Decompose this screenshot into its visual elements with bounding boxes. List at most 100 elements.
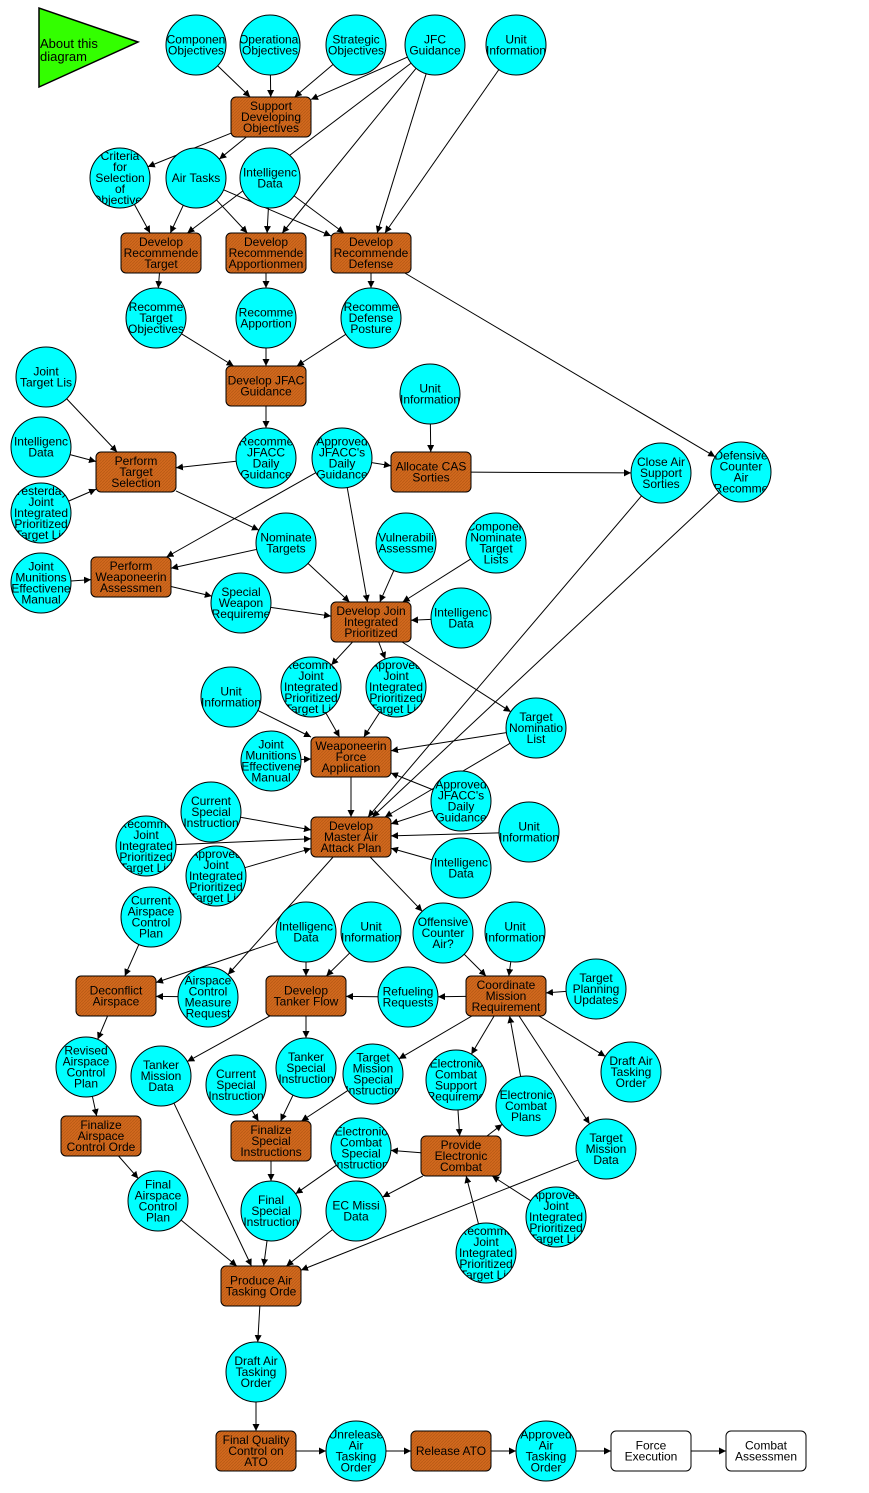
node-label-line: Unit [518,820,540,834]
connector-dca-to-dmaap [372,492,720,818]
data-circle [375,512,437,574]
connector-fsi2-to-pato [261,1240,269,1267]
data-circle [515,1420,577,1482]
data-circle [115,815,177,877]
node-label-line: Information [400,393,460,407]
node-label-line: Guidance [435,811,487,825]
about-diagram-button[interactable]: About this diagram [38,6,141,89]
connector-ajdg2-to-wfa [390,772,434,791]
data-circle [430,837,492,899]
data-node-airtasks[interactable]: Air Tasks [165,147,227,209]
data-node-ajipt2[interactable]: ApprovedJointIntegratedPrioritizedTarget… [185,845,247,907]
node-label-line: Target Lis [370,702,422,716]
node-label-line: Prioritized [459,1257,512,1271]
data-node-ajipt1[interactable]: ApprovedJointIntegratedPrioritizedTarget… [365,656,427,718]
process-node-rato[interactable]: Release ATO [410,1430,492,1472]
node-label-line: Joint [203,858,229,872]
data-node-ajipt3[interactable]: ApprovedJointIntegratedPrioritizedTarget… [525,1186,587,1248]
node-label-line: Guidance [316,468,368,482]
data-node-rjipt1[interactable]: RecommeJointIntegratedPrioritizedTarget … [280,656,342,718]
data-circle [565,958,627,1020]
data-node-rjipt3[interactable]: RecommeJointIntegratedPrioritizedTarget … [455,1222,517,1284]
data-node-yjipt[interactable]: YesterdayJointIntegratedPrioritizedTarge… [10,482,72,544]
data-node-rjipt2[interactable]: RecommeJointIntegratedPrioritizedTarget … [115,815,177,877]
